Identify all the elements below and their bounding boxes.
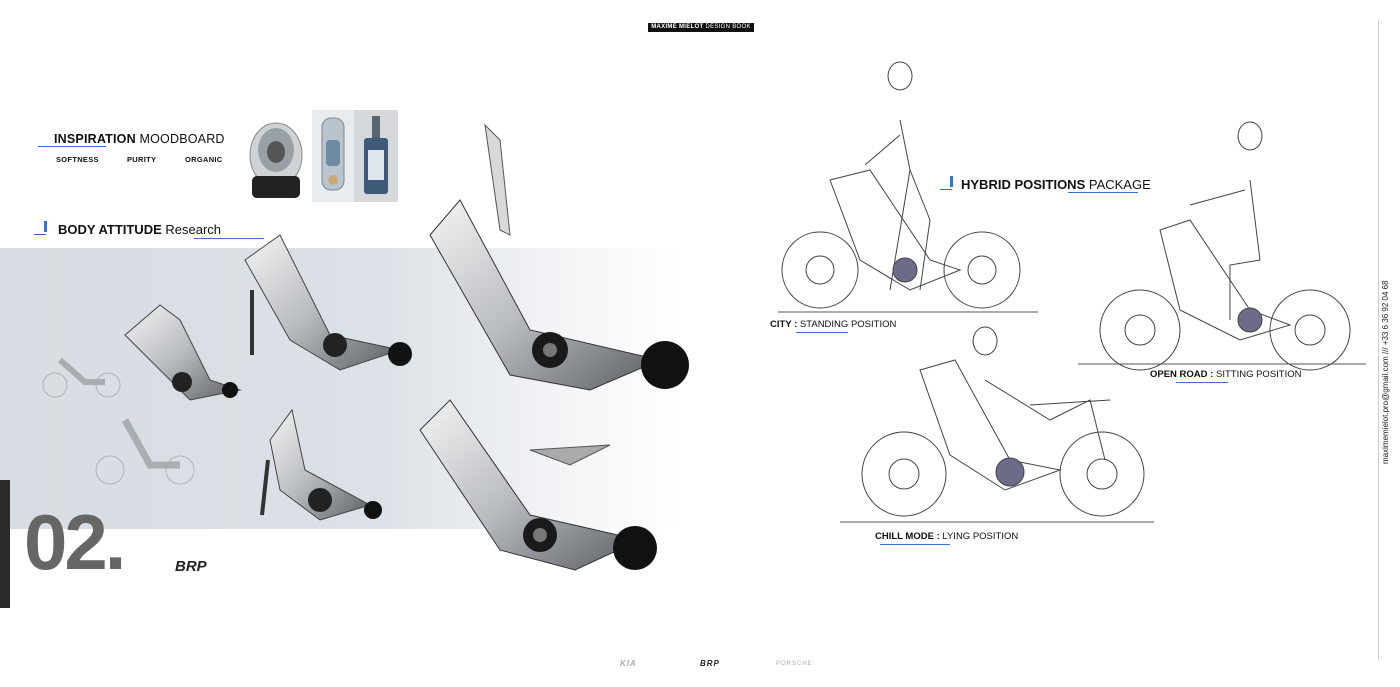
ghost-bike-2 [95, 418, 195, 485]
hybrid-title-underline [1068, 192, 1138, 193]
page-right-rule [1378, 20, 1379, 660]
body-attitude-sketches [42, 123, 689, 571]
position-caption-chill-mode: CHILL MODE : LYING POSITION [875, 531, 1019, 542]
ghost-bike-1 [42, 357, 121, 398]
contact-info[interactable]: maximemielot.pro@gmail.com /// +33 6 36 … [1381, 280, 1390, 464]
footer-logo-kia: KIA [620, 659, 637, 668]
concept-bike-1 [124, 304, 242, 401]
footer-logo-porsche: PORSCHE [776, 661, 813, 667]
keyword-organic: ORGANIC [185, 155, 223, 164]
hybrid-section-marker [950, 176, 953, 187]
dropper-bottle-image [354, 110, 398, 202]
concept-bike-2 [244, 234, 412, 371]
keyword-softness: SOFTNESS [56, 155, 99, 164]
hybrid-section-underline [940, 189, 952, 190]
open-road-sitting-drawing [1099, 121, 1351, 371]
bottle-image [312, 110, 355, 202]
chapter-brand: BRP [175, 558, 207, 575]
chapter-number: 02. [24, 498, 126, 586]
city-standing-drawing [781, 61, 1021, 309]
keyword-purity: PURITY [127, 155, 157, 164]
body-attitude-title: BODY ATTITUDE Research [58, 222, 222, 237]
city-caption-underline [796, 332, 848, 333]
position-caption-open-road: OPEN ROAD : SITTING POSITION [1150, 369, 1302, 380]
concept-bike-large-top [429, 123, 689, 391]
open-road-caption-underline [1176, 382, 1228, 383]
speaker-image [244, 110, 309, 202]
hybrid-position-drawings [778, 61, 1366, 523]
chapter-side-bar [0, 480, 10, 608]
moodboard-title: INSPIRATION MOODBOARD [54, 132, 225, 146]
section-marker [44, 221, 47, 232]
footer-logo-brp: BRP [700, 659, 720, 668]
chill-caption-underline [880, 544, 950, 545]
chill-lying-drawing [861, 326, 1145, 517]
hybrid-positions-title: HYBRID POSITIONS PACKAGE [961, 177, 1151, 192]
concept-bike-3 [260, 408, 382, 521]
concept-bike-large-bottom [419, 399, 657, 571]
body-attitude-underline [194, 238, 264, 239]
research-background-band [0, 248, 680, 529]
position-caption-city: CITY : STANDING POSITION [770, 319, 897, 330]
moodboard-underline [38, 146, 106, 147]
section-underline [34, 234, 46, 235]
design-book-badge: MAXIME MIELOT DESIGN BOOK [648, 23, 754, 32]
